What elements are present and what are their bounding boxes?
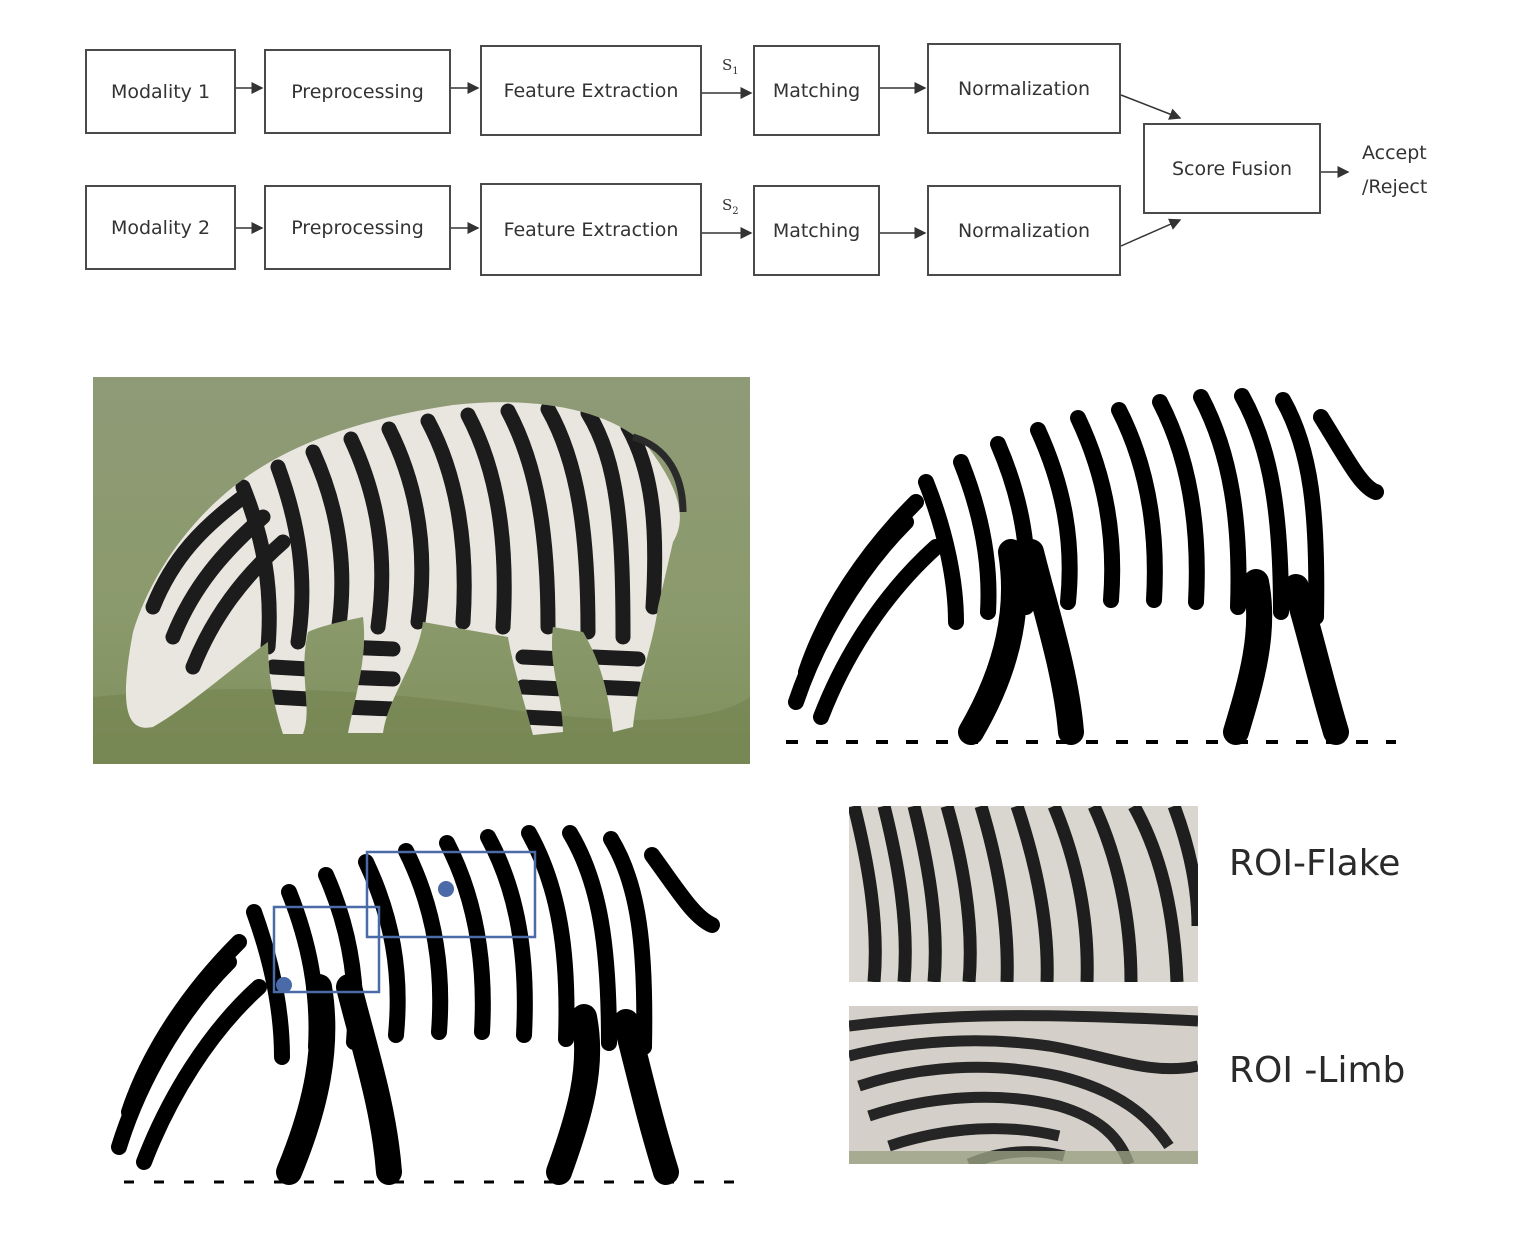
matching-1-label: Matching [772, 79, 861, 102]
modality-2-box: Modality 2 [85, 185, 236, 270]
modality-1-label: Modality 1 [110, 80, 211, 103]
accept-label: Accept [1362, 142, 1427, 164]
score-fusion-label: Score Fusion [1171, 157, 1293, 180]
roi-flake-label: ROI-Flake [1229, 843, 1401, 884]
preprocessing-2-label: Preprocessing [291, 216, 424, 239]
score-fusion-box: Score Fusion [1143, 123, 1321, 214]
reject-label: /Reject [1362, 176, 1428, 198]
preprocessing-1-box: Preprocessing [264, 49, 451, 134]
zebra-body [125, 402, 680, 736]
zebra-photo [93, 377, 750, 764]
feature-extraction-1-box: Feature Extraction [480, 45, 702, 136]
flowchart: Modality 1 Preprocessing Feature Extract… [0, 0, 1520, 300]
matching-2-label: Matching [772, 219, 861, 242]
matching-2-box: Matching [753, 185, 880, 276]
zebra-binarized [776, 372, 1416, 757]
normalization-2-box: Normalization [927, 185, 1121, 276]
roi-flake-box [365, 850, 537, 939]
matching-1-box: Matching [753, 45, 880, 136]
score-s1-label: S1 [722, 56, 739, 77]
normalization-2-label: Normalization [957, 219, 1091, 242]
flow-arrows [236, 82, 1350, 247]
roi-boxes [272, 850, 537, 994]
roi-flake-marker [438, 881, 454, 897]
normalization-1-box: Normalization [927, 43, 1121, 134]
modality-2-label: Modality 2 [110, 216, 211, 239]
decision-output: Accept /Reject [1362, 136, 1427, 204]
roi-limb-box [272, 905, 381, 994]
normalization-1-label: Normalization [957, 77, 1091, 100]
roi-limb-label: ROI -Limb [1229, 1050, 1406, 1091]
score-s2-label: S2 [722, 196, 739, 217]
roi-flake-crop [849, 806, 1198, 982]
roi-limb-crop [849, 1006, 1198, 1164]
preprocessing-1-label: Preprocessing [291, 80, 424, 103]
feature-extraction-2-box: Feature Extraction [480, 183, 702, 276]
zebra-roi-map [104, 807, 744, 1192]
preprocessing-2-box: Preprocessing [264, 185, 451, 270]
modality-1-box: Modality 1 [85, 49, 236, 134]
feature-extraction-1-label: Feature Extraction [503, 79, 679, 102]
feature-extraction-2-label: Feature Extraction [503, 218, 679, 241]
roi-limb-marker [276, 977, 292, 993]
